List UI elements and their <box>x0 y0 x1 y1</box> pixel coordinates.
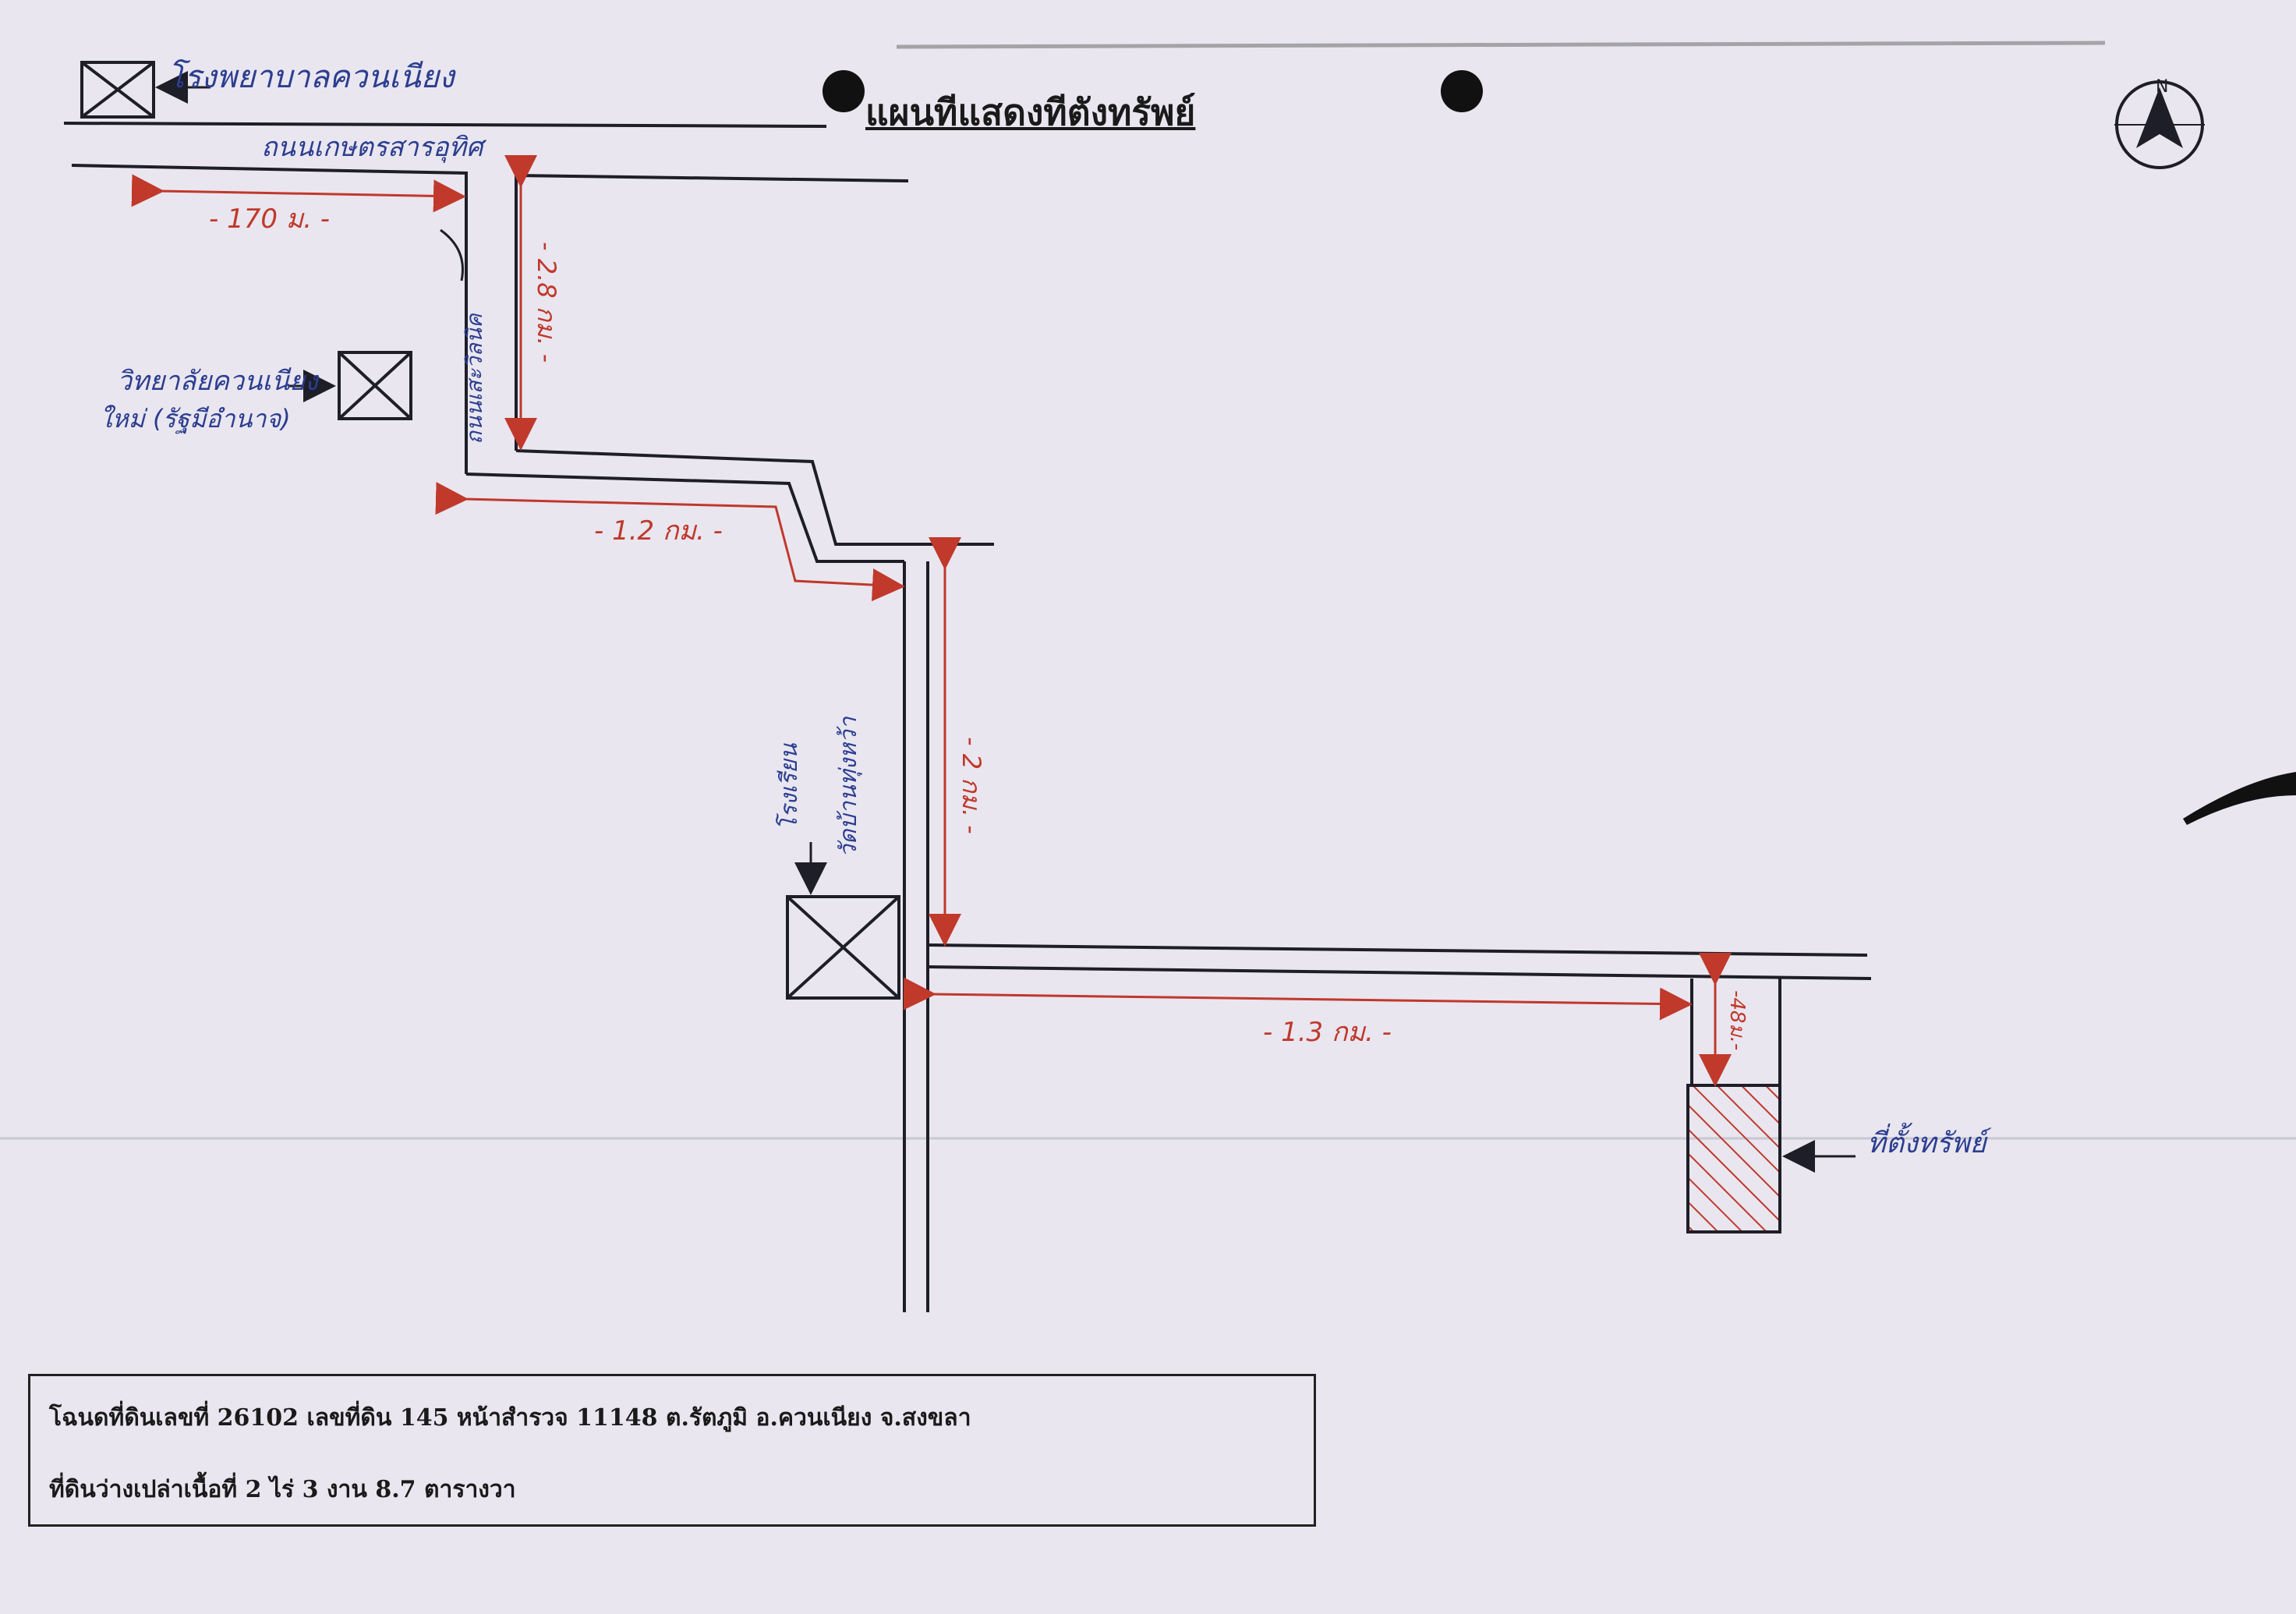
property-parcel <box>1686 1084 1781 1234</box>
distance-label-2-8km: - 2.8 กม. - <box>532 242 561 363</box>
landmark-temple <box>786 895 900 1000</box>
label-school-sub: ใหม่ (รัฐมีอำนาจ) <box>100 404 291 434</box>
label-hospital: โรงพยาบาลควนเนียง <box>168 58 456 95</box>
compass-rose: N <box>2114 77 2205 169</box>
landmark-school <box>338 351 412 420</box>
pointer-arrows <box>155 71 1856 1173</box>
deed-info-line: โฉนดที่ดินเลขที่ 26102 เลขที่ดิน 145 หน้… <box>49 1404 971 1432</box>
distance-label-170m: - 170 ม. - <box>209 204 330 235</box>
distance-label-1-2km: - 1.2 กม. - <box>594 515 723 547</box>
label-school: วิทยาลัยควนเนียง <box>117 366 320 397</box>
scan-artifacts <box>0 41 2296 1140</box>
label-temple-sub: วัดบ้านทุ่งหว้า <box>835 716 862 858</box>
landmark-hospital <box>80 61 155 119</box>
map-title: แผนทีแสดงทีตังทรัพย์ <box>865 91 1196 133</box>
dimension-lines <box>131 155 1732 1087</box>
roads <box>63 122 1872 1312</box>
distance-label-48m: -48ม.- <box>1725 990 1749 1050</box>
label-temple: โรงเรียน <box>775 742 803 830</box>
label-side-road: ถนนเสะวิลนิค <box>462 313 487 444</box>
compass-north-label: N <box>2156 77 2168 97</box>
label-main-road: ถนนเกษตรสารอุทิศ <box>261 132 487 163</box>
distance-label-1-3km: - 1.3 กม. - <box>1263 1017 1392 1048</box>
land-area-line: ที่ดินว่างเปล่าเนื้อที่ 2 ไร่ 3 งาน 8.7 … <box>49 1476 516 1503</box>
label-property: ที่ตั้งทรัพย์ <box>1867 1122 1992 1159</box>
distance-label-2km: - 2 กม. - <box>957 737 986 834</box>
deed-info-box: โฉนดที่ดินเลขที่ 26102 เลขที่ดิน 145 หน้… <box>28 1374 1316 1527</box>
